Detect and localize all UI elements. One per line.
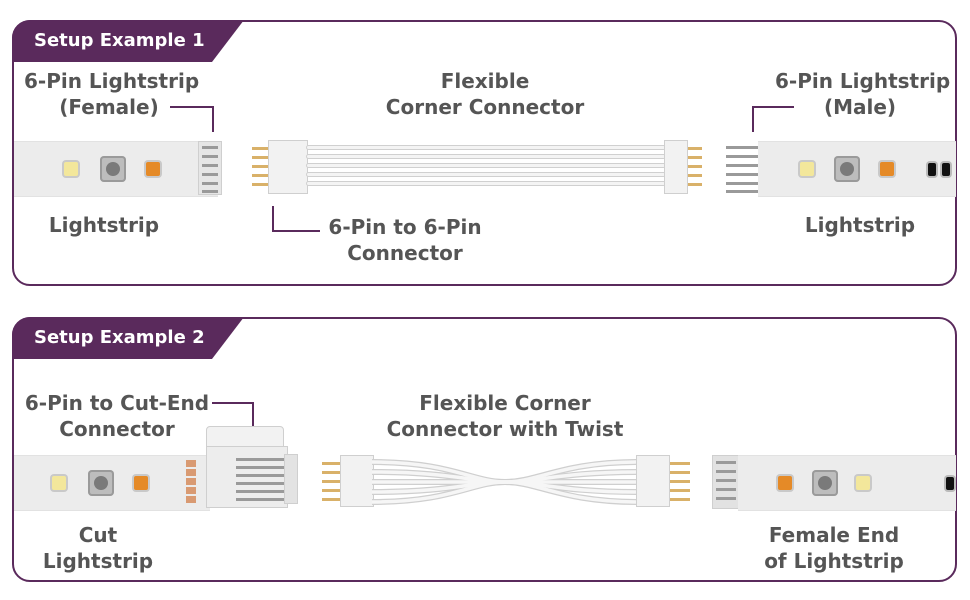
cut-lightstrip-label: Cut Lightstrip	[38, 522, 158, 574]
female-end-lightstrip	[738, 455, 956, 511]
setup-example-2-tag: Setup Example 2	[12, 317, 244, 359]
led-amber	[778, 476, 792, 490]
setup-example-1-title: Setup Example 1	[34, 30, 205, 51]
right-lightstrip-label: Lightstrip	[804, 213, 916, 237]
flexible-label-line2: Corner Connector	[385, 95, 585, 119]
female-end-line2: of Lightstrip	[764, 549, 904, 573]
male-lightstrip-label: 6-Pin Lightstrip (Male)	[775, 68, 951, 120]
led-black	[946, 477, 954, 490]
rgb-led	[88, 470, 114, 496]
setup-example-2-panel: Setup Example 2	[12, 317, 957, 582]
right-lightstrip-ex1	[758, 141, 956, 197]
female-end-line1: Female End	[768, 523, 900, 547]
led-black	[928, 163, 936, 176]
led-white	[856, 476, 870, 490]
male-callout-line	[752, 106, 794, 132]
male-plug-ex1	[726, 141, 760, 195]
cut-lightstrip	[14, 455, 210, 511]
left-lightstrip-ex1	[14, 141, 218, 197]
led-white	[800, 162, 814, 176]
twist-line1: Flexible Corner	[419, 391, 591, 415]
cut-end-connector-label: 6-Pin to Cut-End Connector	[24, 390, 210, 442]
setup-example-2-title: Setup Example 2	[34, 327, 205, 348]
female-end-socket	[712, 455, 740, 509]
female-label-line1: 6-Pin Lightstrip	[24, 69, 200, 93]
pin-to-pin-connector-label: 6-Pin to 6-Pin Connector	[320, 214, 490, 266]
led-white	[52, 476, 66, 490]
cut-end-line1: 6-Pin to Cut-End	[24, 391, 210, 415]
female-callout-line	[170, 106, 214, 132]
led-black	[942, 163, 950, 176]
male-label-line2: (Male)	[823, 95, 897, 119]
rgb-led	[834, 156, 860, 182]
cut-end-callout	[212, 402, 254, 428]
pin-connector-line1: 6-Pin to 6-Pin	[328, 215, 482, 239]
female-socket-ex1	[198, 141, 222, 195]
cut-strip-line2: Lightstrip	[42, 549, 154, 573]
flexible-label-line1: Flexible	[440, 69, 530, 93]
cut-end-line2: Connector	[59, 417, 175, 441]
twisted-cable	[372, 459, 638, 505]
cut-strip-line1: Cut	[78, 523, 118, 547]
led-amber	[146, 162, 160, 176]
led-amber	[134, 476, 148, 490]
twist-line2: Connector with Twist	[386, 417, 624, 441]
led-amber	[880, 162, 894, 176]
rgb-led	[100, 156, 126, 182]
setup-example-1-tag: Setup Example 1	[12, 20, 244, 62]
male-label-line1: 6-Pin Lightstrip	[775, 69, 951, 93]
pin-connector-callout	[272, 206, 320, 232]
rgb-led	[812, 470, 838, 496]
female-end-label: Female End of Lightstrip	[764, 522, 904, 574]
twist-connector-label: Flexible Corner Connector with Twist	[385, 390, 625, 442]
left-lightstrip-label: Lightstrip	[48, 213, 160, 237]
female-label-line2: (Female)	[59, 95, 159, 119]
led-white	[64, 162, 78, 176]
female-lightstrip-label: 6-Pin Lightstrip (Female)	[24, 68, 200, 120]
flexible-connector-label: Flexible Corner Connector	[380, 68, 590, 120]
pin-connector-line2: Connector	[347, 241, 463, 265]
